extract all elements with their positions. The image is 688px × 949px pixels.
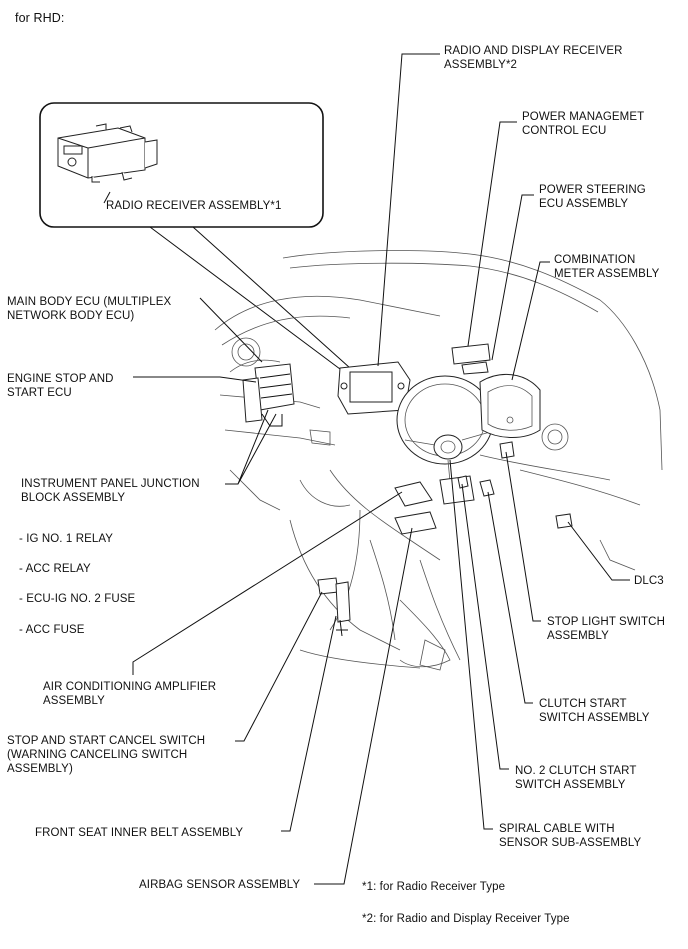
power-steering-ecu-label: POWER STEERING ECU ASSEMBLY [539,184,646,210]
radio-receiver-label: RADIO RECEIVER ASSEMBLY*1 [106,200,282,212]
radio-receiver-illustration [57,123,158,204]
engine-stop-start-ecu-label: ENGINE STOP AND START ECU [7,373,114,399]
footnote: *1: for Radio Receiver Type [362,881,506,893]
radio-display-receiver-illustration [337,361,411,415]
power-management-ecu-illustration [451,343,491,375]
stop-light-switch-label: STOP LIGHT SWITCH ASSEMBLY [547,616,665,642]
clutch-start-switch-label: CLUTCH START SWITCH ASSEMBLY [539,698,650,724]
center-console-components [317,441,515,637]
power-management-ecu-label: POWER MANAGEMET CONTROL ECU [522,111,645,137]
relay-item: - ACC RELAY [19,563,91,575]
combination-meter-illustration [479,373,541,438]
dlc3-label: DLC3 [634,575,664,587]
front-seat-inner-belt-label: FRONT SEAT INNER BELT ASSEMBLY [35,827,244,839]
relay-item: - ECU-IG NO. 2 FUSE [19,593,136,605]
ac-amplifier-label: AIR CONDITIONING AMPLIFIER ASSEMBLY [43,681,217,707]
footnote: *2: for Radio and Display Receiver Type [362,913,570,925]
no2-clutch-start-switch-label: NO. 2 CLUTCH START SWITCH ASSEMBLY [515,765,637,791]
leader-lines [132,53,630,885]
relay-item: - IG NO. 1 RELAY [19,533,114,545]
radio-display-receiver-label: RADIO AND DISPLAY RECEIVER ASSEMBLY*2 [444,45,623,71]
airbag-sensor-label: AIRBAG SENSOR ASSEMBLY [139,879,301,891]
spiral-cable-label: SPIRAL CABLE WITH SENSOR SUB-ASSEMBLY [499,823,642,849]
stop-start-cancel-switch-label: STOP AND START CANCEL SWITCH (WARNING CA… [7,735,206,775]
combination-meter-label: COMBINATION METER ASSEMBLY [554,254,660,280]
instrument-panel-junction-label: INSTRUMENT PANEL JUNCTION BLOCK ASSEMBLY [21,478,200,504]
dlc3-illustration [555,513,573,529]
main-body-ecu-label: MAIN BODY ECU (MULTIPLEX NETWORK BODY EC… [7,296,172,322]
vehicle-interior-outline [214,250,663,671]
engine-stop-start-ecu-illustration [242,363,295,427]
inset-callout-tail [149,226,351,373]
relay-item: - ACC FUSE [19,624,85,636]
variant-label: for RHD: [15,11,65,25]
